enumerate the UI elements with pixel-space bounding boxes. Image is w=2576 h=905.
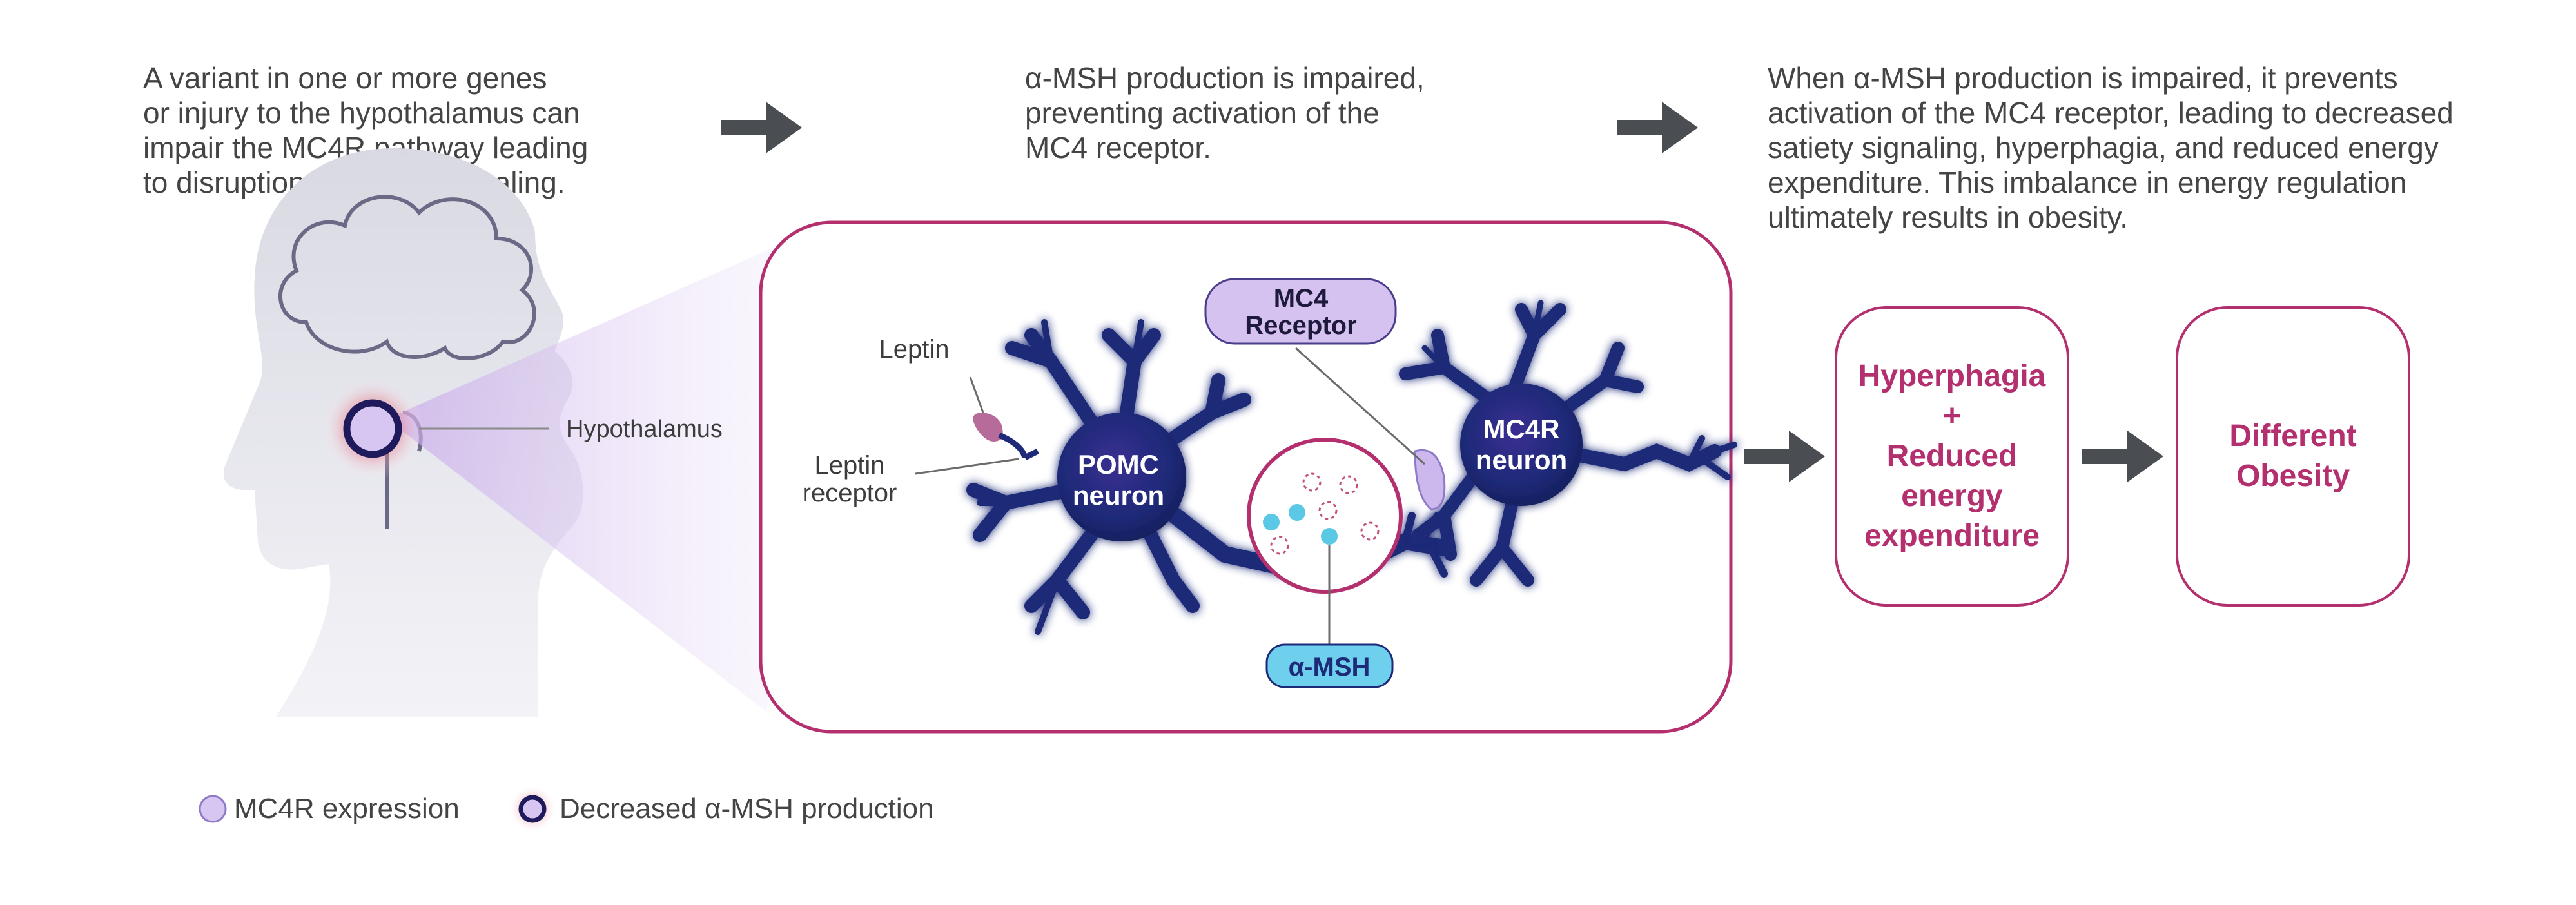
pomc-label-line2: neuron: [1073, 480, 1164, 511]
amsh-label: α-MSH: [1289, 653, 1371, 681]
mc4r-neuron: [1399, 300, 1737, 587]
legend-mc4r-expression: MC4R expression: [234, 793, 460, 824]
mc4r-label-line1: MC4R: [1483, 414, 1559, 444]
leptin-label: Leptin: [879, 335, 950, 364]
leptin-icon: [973, 413, 1003, 442]
leptin-receptor-leader-line: [915, 458, 1019, 475]
leptin-receptor-icon: [998, 432, 1040, 461]
outcome-plus-label: +: [1942, 399, 1962, 433]
legend-decreased-amsh: Decreased α-MSH production: [560, 793, 934, 824]
decreased-amsh-legend-icon: [508, 784, 557, 833]
mc4-receptor-label-line2: Receptor: [1245, 311, 1356, 340]
arrow-right-icon: [1744, 431, 1828, 482]
projection-beam: [387, 242, 786, 712]
mc4r-label-line2: neuron: [1476, 445, 1567, 475]
step-1-text: A variant in one or more genes or injury…: [143, 61, 589, 199]
mc4-receptor-leader-line: [1294, 347, 1426, 465]
mc4-receptor-icon: [1414, 449, 1446, 511]
hypothalamus-label: Hypothalamus: [566, 416, 723, 443]
arrow-right-icon: [1617, 102, 1701, 153]
outcome-reduced-label: Reduced: [1886, 439, 2018, 473]
outcome-different-label: Different: [2229, 419, 2357, 453]
step-3-text: When α-MSH production is impaired, it pr…: [1768, 61, 2454, 234]
outcome-energy-label: energy: [1901, 479, 2003, 513]
synapse-zoom: [1247, 438, 1403, 594]
hypothalamus-marker: [321, 377, 424, 480]
outcome-hyperphagia-box: Hyperphagia + Reduced energy expenditure: [1835, 306, 2069, 607]
amsh-pill: [1265, 643, 1394, 688]
arrow-right-icon: [2082, 431, 2166, 482]
outcome-hyperphagia-label: Hyperphagia: [1858, 359, 2046, 393]
mc4-receptor-pill: [1204, 278, 1397, 345]
pomc-label-line1: POMC: [1078, 449, 1159, 480]
outcome-obesity-box: Different Obesity: [2176, 306, 2410, 607]
arrow-right-icon: [721, 102, 805, 153]
outcome-obesity-label: Obesity: [2236, 459, 2350, 493]
mc4r-expression-legend-icon: [199, 795, 227, 823]
leptin-receptor-label-line2: receptor: [803, 479, 897, 507]
outcome-expenditure-label: expenditure: [1864, 519, 2040, 553]
leptin-receptor-label-line1: Leptin: [815, 451, 885, 480]
mc4-receptor-label-line1: MC4: [1274, 284, 1329, 313]
leptin-leader-line: [969, 376, 984, 413]
step-2-text: α-MSH production is impaired, preventing…: [1025, 61, 1425, 164]
